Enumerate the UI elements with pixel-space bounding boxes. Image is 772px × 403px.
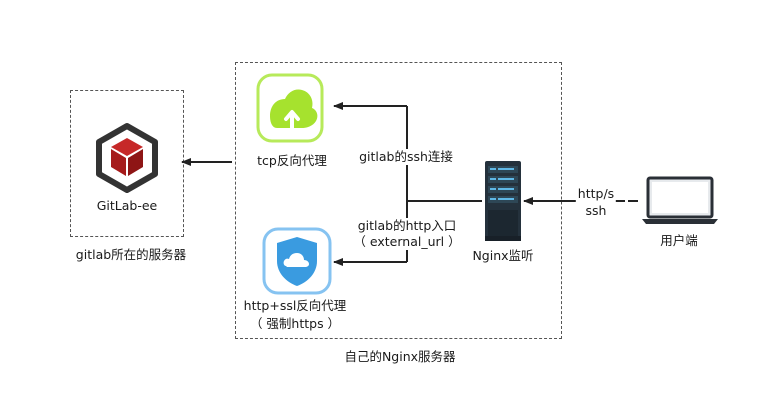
gitlab-app-label: GitLab-ee (96, 198, 158, 213)
cloud-shield-icon (262, 227, 332, 299)
tcp-proxy-label: tcp反向代理 (257, 153, 327, 168)
user-client-label: 用户端 (660, 233, 698, 248)
http-entry-sublabel: （ external_url ） (351, 234, 463, 250)
protocol-sublabel: ssh (583, 203, 609, 219)
nginx-server-caption: 自己的Nginx服务器 (344, 349, 456, 364)
protocol-label: http/s (575, 186, 617, 202)
https-proxy-label: http+ssl反向代理 (243, 298, 347, 313)
https-proxy-sublabel: （ 强制https ） (249, 316, 341, 331)
server-rack-icon (484, 160, 522, 246)
nginx-listen-label: Nginx监听 (472, 248, 534, 263)
http-entry-label: gitlab的http入口 (355, 218, 459, 234)
gitlab-server-caption: gitlab所在的服务器 (75, 247, 187, 262)
laptop-icon (641, 176, 719, 230)
ssh-link-label: gitlab的ssh连接 (357, 149, 455, 165)
tcp-proxy-icon (255, 72, 325, 148)
gitlab-cube-icon (93, 122, 161, 198)
